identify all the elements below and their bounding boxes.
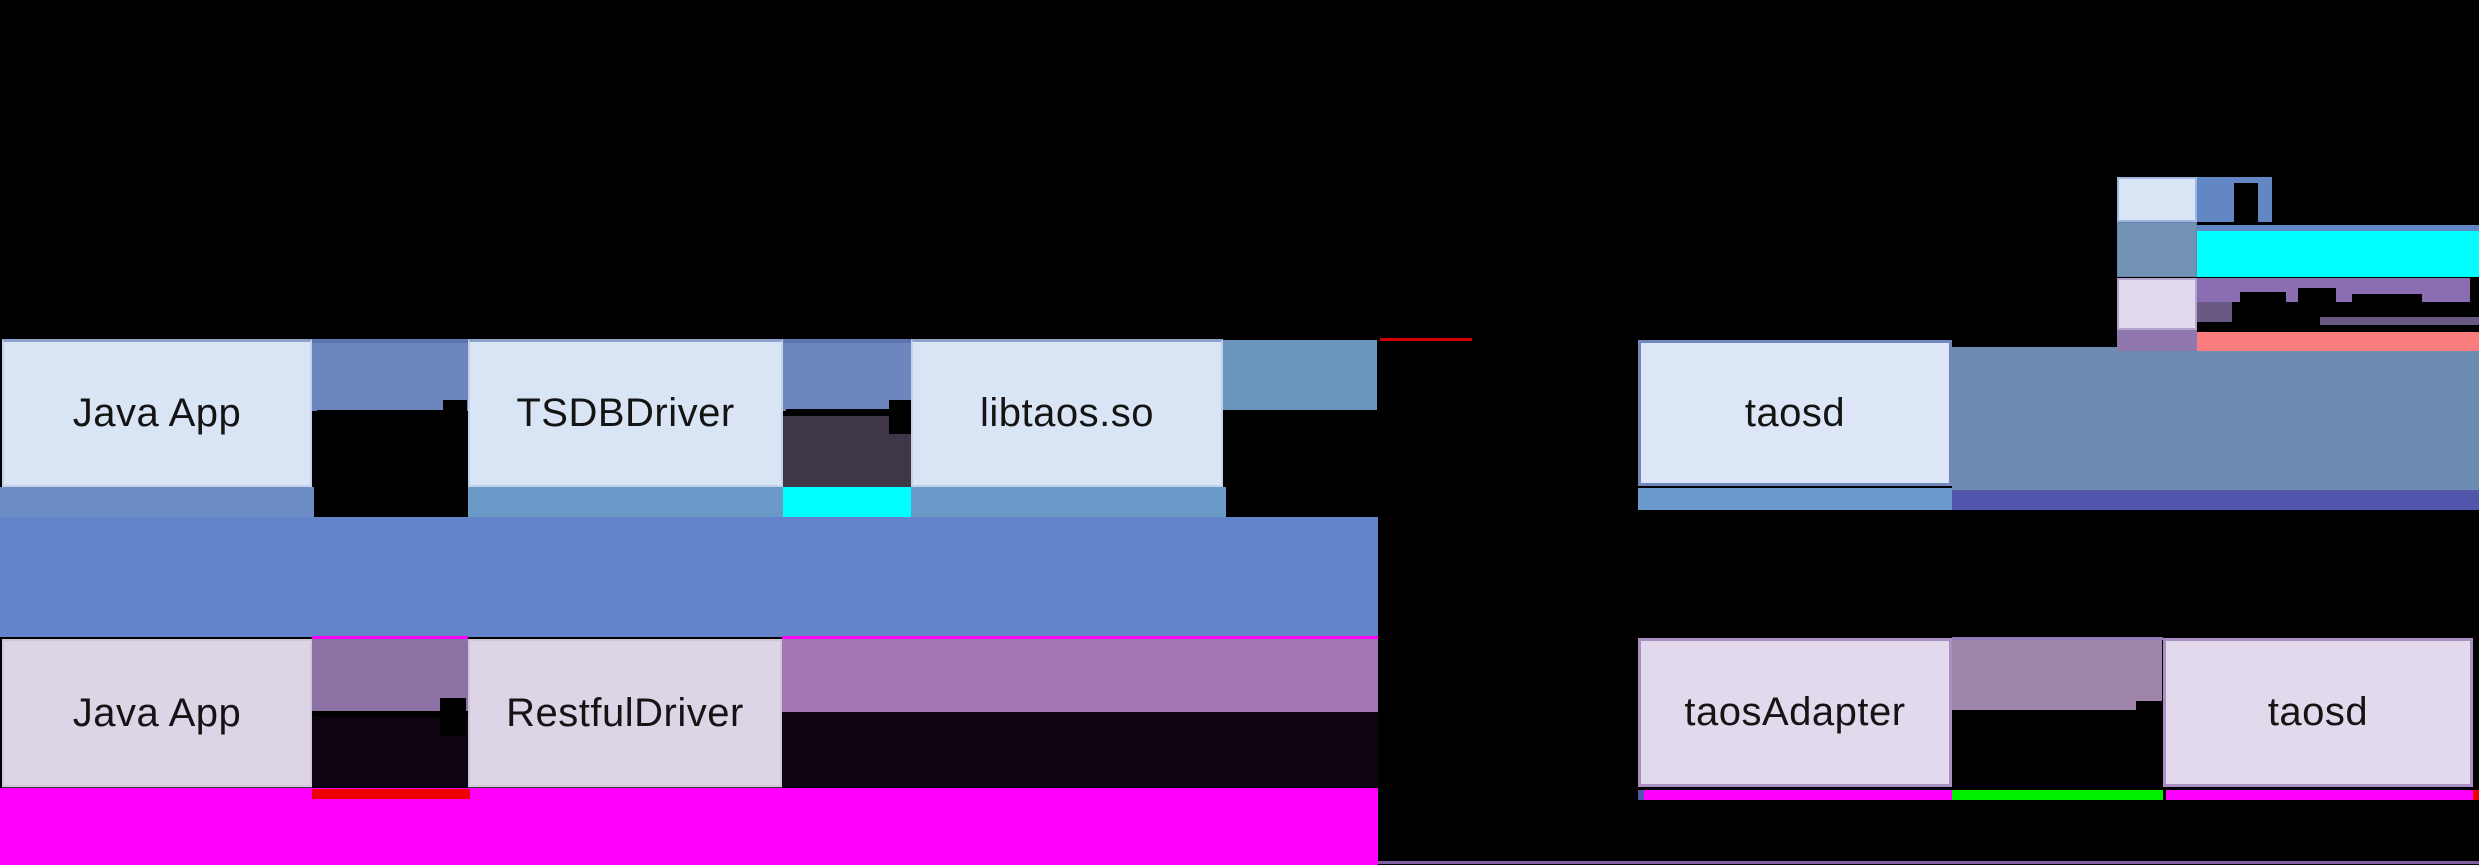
gap2-top-line	[783, 339, 911, 343]
node-label: Java App	[72, 391, 242, 435]
node-taosd-rest: taosd	[2163, 638, 2473, 787]
red-strip-under-gap	[312, 789, 470, 799]
legend-label-fragment-1	[2234, 183, 2258, 223]
red-sliver-bottom-right	[2473, 790, 2479, 800]
arrow-tsdbdriver-libtaos-stem	[786, 409, 892, 415]
magenta-hairline-band	[782, 636, 1378, 639]
arrow-tsdbdriver-libtaos-head	[889, 400, 911, 434]
strip-under-tsdbdriver	[468, 487, 783, 517]
steel-band-after-taosd	[1952, 347, 2479, 490]
arrow-javaapp-tsdbdriver-head	[443, 400, 467, 432]
node-java-app-native: Java App	[2, 339, 312, 487]
node-tsdbdriver: TSDBDriver	[468, 339, 783, 487]
arrow-javaapp-tsdbdriver-stem	[317, 410, 445, 416]
red-marker-line	[1380, 338, 1472, 341]
legend-line-purple-dark	[2320, 317, 2479, 325]
legend-swatch-medium-purple	[2117, 330, 2197, 351]
node-label: taosd	[1744, 390, 1846, 435]
arrow-javaapp-restfuldriver-stem	[317, 711, 443, 717]
legend-band-salmon	[2197, 332, 2479, 351]
node-label: Java App	[72, 690, 242, 735]
node-taosadapter: taosAdapter	[1638, 638, 1952, 787]
legend-band-cyan	[2197, 231, 2479, 277]
magenta-strip-under-taosadapter	[1644, 790, 1952, 800]
gap1-top-line	[312, 339, 468, 343]
node-label: taosd	[2267, 690, 2369, 734]
magenta-hairline-gap	[312, 636, 468, 639]
strip-under-java-app	[0, 487, 314, 517]
indigo-sliver-bottom	[1638, 790, 1644, 800]
arrow-taosadapter-taosd-stem	[1958, 712, 2140, 718]
node-taosd-native: taosd	[1638, 340, 1952, 486]
green-strip-under-gap	[1952, 790, 2163, 800]
bottom-purple-line	[1378, 861, 2479, 864]
node-libtaos: libtaos.so	[911, 339, 1223, 487]
band-blue-big	[0, 517, 1378, 637]
gap1-blue-highlight	[312, 343, 468, 411]
steel-band-after-libtaos	[1223, 340, 1377, 410]
purple-band-after-restfuldriver	[782, 639, 1378, 712]
magenta-band	[0, 788, 1378, 865]
legend-label-fragment-3c	[2352, 294, 2422, 304]
node-label: RestfulDriver	[506, 690, 744, 735]
legend-swatch-light-blue	[2117, 177, 2197, 222]
gap2-blue-highlight	[783, 343, 911, 411]
strip-under-taosd	[1638, 488, 1952, 510]
gap4-purple-highlight	[1952, 640, 2162, 710]
arrow-taosadapter-taosd-head	[2136, 701, 2162, 737]
strip-under-libtaos	[911, 487, 1226, 517]
legend-swatch-steel-blue	[2117, 222, 2197, 277]
strip-indigo-after-taosd	[1952, 490, 2479, 510]
legend-swatch-lavender	[2117, 278, 2197, 330]
magenta-strip-under-taosd-rest	[2166, 790, 2473, 800]
node-label: taosAdapter	[1684, 690, 1906, 734]
legend-label-fragment-3a	[2240, 292, 2286, 304]
node-restfuldriver: RestfulDriver	[468, 639, 782, 787]
node-label: TSDBDriver	[516, 391, 735, 435]
node-label: libtaos.so	[980, 391, 1154, 435]
node-java-app-rest: Java App	[2, 639, 312, 787]
legend-label-fragment-3b	[2298, 288, 2336, 304]
dark-region-below-purple-band	[782, 712, 1378, 787]
legend-band-purple-dark	[2197, 302, 2232, 322]
strip-cyan-highlight	[783, 487, 911, 517]
legend-hairline-blue	[2197, 225, 2479, 231]
gap4-top-line	[1952, 637, 2163, 640]
arrow-javaapp-restfuldriver-head	[440, 698, 466, 736]
